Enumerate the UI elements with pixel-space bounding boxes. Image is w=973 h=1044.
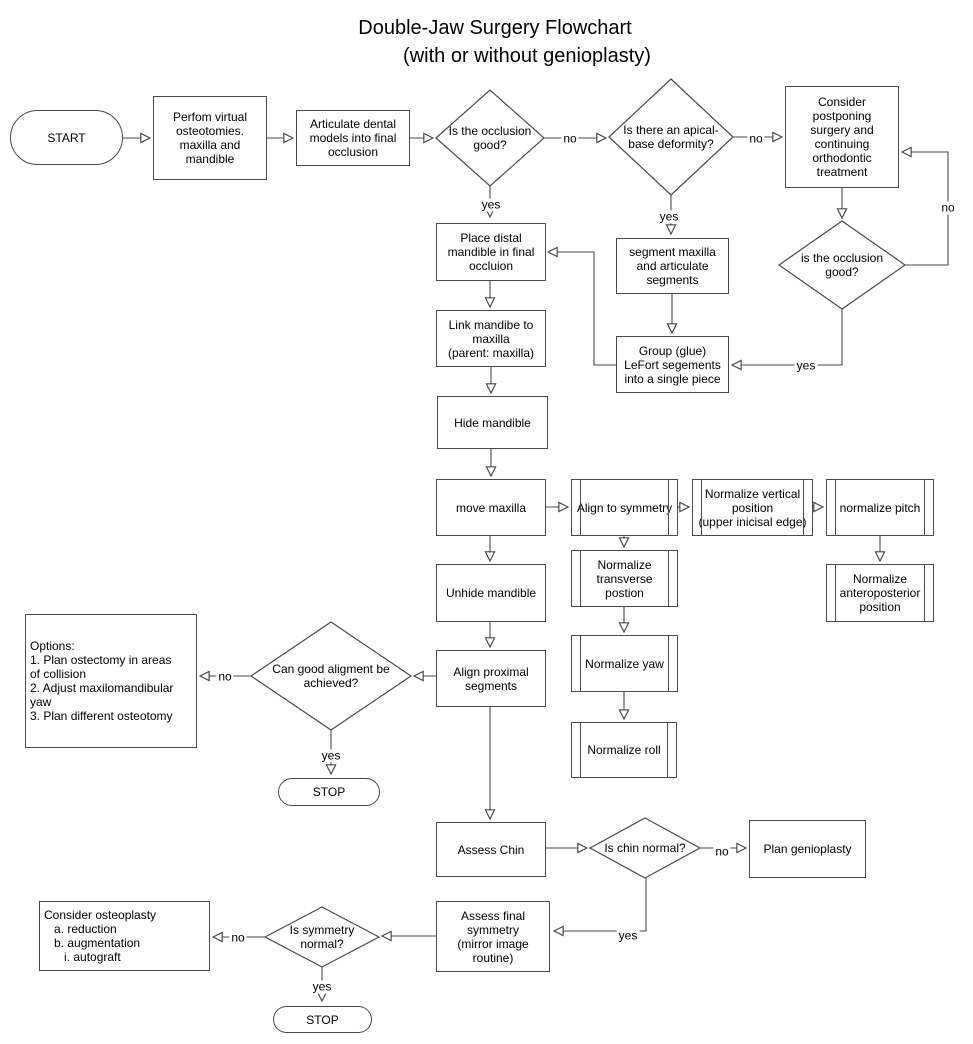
edge-group-to-place-distal <box>548 252 616 366</box>
edge-label-occlusion1-no: no <box>561 131 579 146</box>
decision-good-alignment-shape <box>249 621 413 731</box>
node-stop-terminator-2: STOP <box>273 1006 372 1033</box>
node-link-mandible-to-maxilla: Link mandibe to maxilla (parent: maxilla… <box>436 310 546 367</box>
decision-good-alignment-label: Can good aligment be achieved? <box>272 662 390 690</box>
edge-label-alignment-yes: yes <box>319 748 343 763</box>
node-align-proximal-segments: Align proximal segments <box>436 650 546 707</box>
edge-label-symmetry-yes: yes <box>310 979 334 994</box>
edge-chin-yes-assess-final <box>554 878 647 931</box>
node-assess-chin: Assess Chin <box>436 822 546 877</box>
node-perform-virtual-osteotomies: Perfom virtual osteotomies. maxilla and … <box>153 96 267 180</box>
node-align-to-symmetry: Align to symmetry <box>571 479 678 536</box>
edge-label-postpone-loop-no: no <box>939 200 957 215</box>
edge-label-apical-yes: yes <box>657 209 681 224</box>
node-normalize-roll: Normalize roll <box>571 722 677 778</box>
node-start-terminator: START <box>10 110 123 165</box>
node-unhide-mandible: Unhide mandible <box>436 564 546 622</box>
node-move-maxilla: move maxilla <box>436 479 546 536</box>
page-title-line2: (with or without genioplasty) <box>403 45 651 67</box>
node-articulate-dental-models: Articulate dental models into final occl… <box>296 110 410 166</box>
decision-symmetry-normal-shape <box>263 906 381 968</box>
node-normalize-yaw: Normalize yaw <box>571 635 678 692</box>
node-normalize-vertical-position: Normalize vertical position (upper inici… <box>692 479 813 536</box>
edge-occlusion2-yes-group <box>732 309 843 365</box>
edge-label-chin-yes: yes <box>616 928 640 943</box>
node-normalize-anteroposterior-position: Normalize anteroposterior position <box>826 564 934 622</box>
edge-label-occlusion1-yes: yes <box>479 197 503 212</box>
edge-label-alignment-no: no <box>216 669 234 684</box>
node-assess-final-symmetry: Assess final symmetry (mirror image rout… <box>436 901 550 972</box>
node-segment-maxilla: segment maxilla and articulate segments <box>616 238 729 294</box>
node-group-lefort-segments: Group (glue) LeFort segements into a sin… <box>616 336 729 393</box>
decision-chin-normal-label: Is chin normal? <box>604 841 686 855</box>
node-place-distal-mandible: Place distal mandible in final occluion <box>436 223 546 281</box>
edge-label-occlusion2-yes: yes <box>794 358 818 373</box>
node-options-list: Options: 1. Plan ostectomy in areas of c… <box>25 614 197 748</box>
edge-label-symmetry-no: no <box>229 930 247 945</box>
node-consider-postponing-surgery: Consider postponing surgery and continui… <box>785 86 899 188</box>
decision-symmetry-normal-label: Is symmetry normal? <box>289 923 355 951</box>
decision-occlusion-good-1-label: Is the occlusion good? <box>448 124 532 152</box>
decision-occlusion-good-2-label: is the occlusion good? <box>800 251 884 279</box>
node-normalize-transverse-position: Normalize transverse postion <box>571 550 678 607</box>
node-consider-osteoplasty: Consider osteoplasty a. reduction b. aug… <box>39 901 210 971</box>
edge-label-chin-no: no <box>713 844 731 859</box>
node-stop-terminator-1: STOP <box>278 778 380 806</box>
page-title-line1: Double-Jaw Surgery Flowchart <box>358 17 632 39</box>
decision-apical-deformity-label: Is there an apical- base deformity? <box>623 123 719 151</box>
node-plan-genioplasty: Plan genioplasty <box>749 820 866 878</box>
node-hide-mandible: Hide mandible <box>437 396 548 449</box>
edge-label-apical-no: no <box>747 131 765 146</box>
node-normalize-pitch: normalize pitch <box>826 479 934 536</box>
